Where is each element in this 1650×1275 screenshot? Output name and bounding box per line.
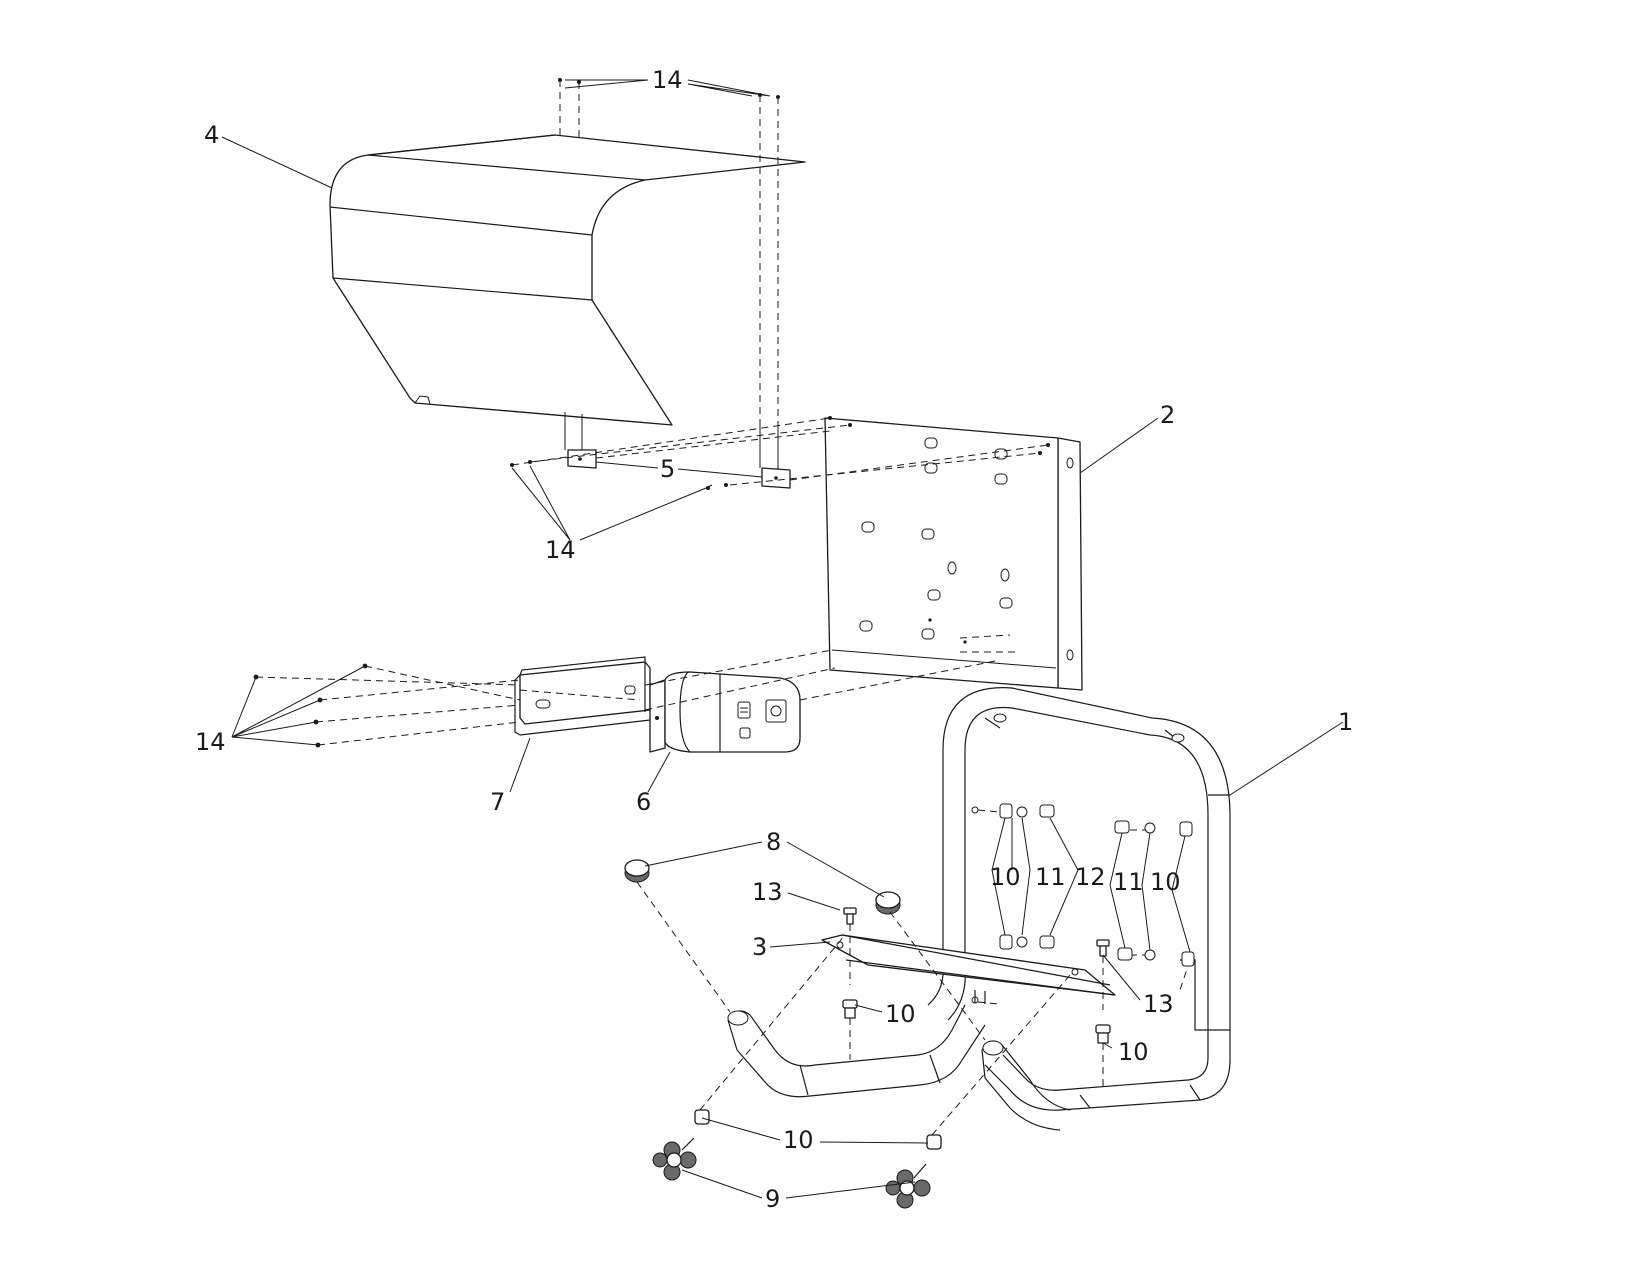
- callout-11-frame-a: 11: [1035, 863, 1066, 891]
- center-hardware: [842, 907, 1111, 1090]
- callout-14-middle: 14: [545, 536, 576, 564]
- part-6-switch-box: [649, 671, 801, 753]
- callout-1: 1: [1338, 708, 1353, 736]
- part-7-channel: [514, 656, 651, 736]
- callout-4: 4: [204, 121, 219, 149]
- callout-7: 7: [490, 788, 505, 816]
- callout-14-left: 14: [195, 728, 226, 756]
- callout-5: 5: [660, 455, 675, 483]
- leader-lines: [221, 79, 1344, 1199]
- fasteners-14-lower: [253, 634, 1015, 748]
- callout-10-right: 10: [1118, 1038, 1149, 1066]
- callout-6: 6: [636, 788, 651, 816]
- part-9-knobs: [652, 934, 1071, 1209]
- callout-8: 8: [766, 828, 781, 856]
- part-2-mounting-plate: [824, 417, 1083, 691]
- callout-12: 12: [1075, 863, 1106, 891]
- callout-11-frame-b: 11: [1113, 868, 1144, 896]
- frame-hardware: [977, 803, 1195, 1005]
- part-1-frame: [927, 687, 1231, 1111]
- knob-right: [885, 1163, 931, 1209]
- base-tube: [727, 1004, 1071, 1131]
- callout-10-frame-b: 10: [1150, 868, 1181, 896]
- callout-3: 3: [752, 933, 767, 961]
- fasteners-14-upper: [510, 416, 1050, 490]
- callout-2: 2: [1160, 401, 1175, 429]
- part-4-cover: [329, 78, 806, 470]
- callout-10-center: 10: [885, 1000, 916, 1028]
- callout-10-frame-a: 10: [990, 863, 1021, 891]
- callout-13-left: 13: [752, 878, 783, 906]
- callout-labels: 4 14 2 5 14 14 7 6 1 8 13 3 10 10 11 12 …: [195, 66, 1353, 1213]
- callout-14-top: 14: [652, 66, 683, 94]
- callout-10-bottom: 10: [783, 1126, 814, 1154]
- part-8-plugs: [624, 859, 986, 1041]
- part-3-angle-bracket: [821, 934, 1116, 1004]
- callout-13-right: 13: [1143, 990, 1174, 1018]
- part-5-brackets: [567, 449, 791, 489]
- callout-9: 9: [765, 1185, 780, 1213]
- knob-left: [652, 1137, 697, 1181]
